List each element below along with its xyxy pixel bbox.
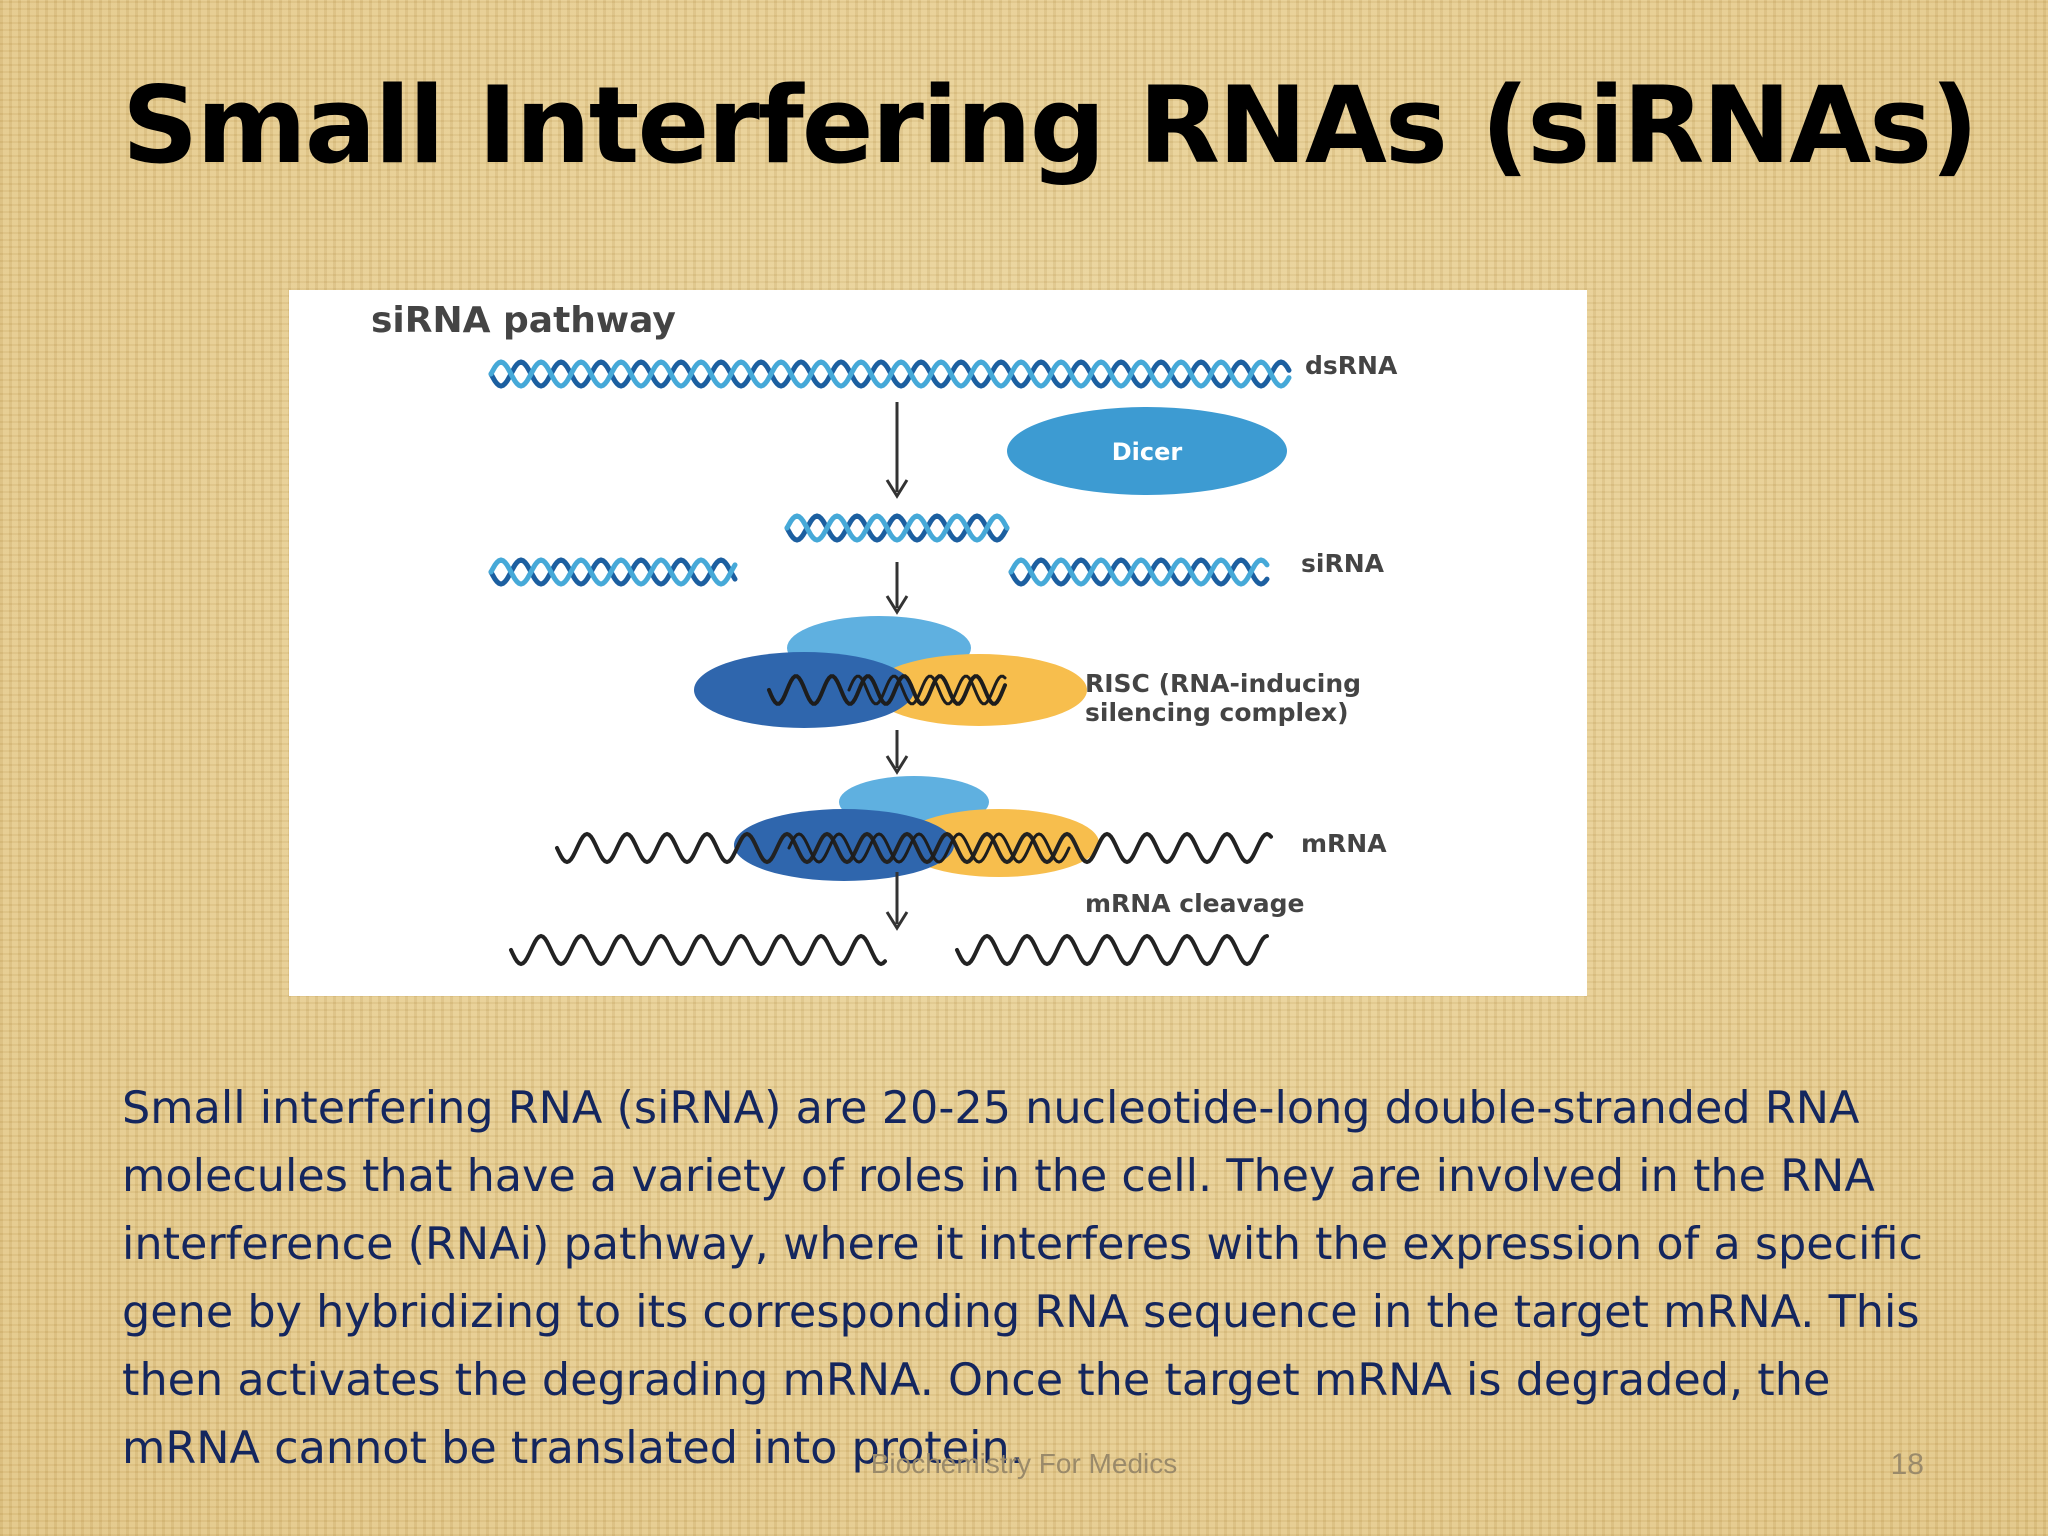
pathway-diagram: siRNA pathway dsRNA Dicer siRNA RISC	[371, 300, 1398, 967]
slide-title: Small Interfering RNAs (siRNAs)	[122, 64, 1979, 187]
cleaved-mrna-right	[955, 933, 1269, 967]
arrow-sirna-to-risc	[885, 562, 909, 615]
arrow-mrna-to-cleavage	[885, 872, 909, 931]
dsrna-strand	[488, 359, 1292, 389]
sirna-label: siRNA	[1301, 549, 1385, 578]
mrna-strand	[555, 831, 1273, 865]
sirna-fragment-left	[488, 557, 738, 587]
dicer-label: Dicer	[1112, 438, 1183, 466]
arrow-head	[885, 479, 909, 499]
cleaved-mrna-left	[509, 933, 887, 967]
cleavage-label: mRNA cleavage	[1085, 889, 1305, 918]
dicer-enzyme	[1007, 407, 1287, 495]
arrow-head	[885, 595, 909, 615]
arrow-head	[885, 755, 909, 775]
risc-label-line2: silencing complex)	[1085, 698, 1349, 727]
mrna-fragment	[955, 933, 1269, 967]
rna-strand-b	[1008, 557, 1270, 587]
sirna-fragment-center	[784, 513, 1010, 543]
dsrna-label: dsRNA	[1305, 351, 1398, 380]
sirna-fragment-right	[1008, 557, 1270, 587]
risc-dark-subunit	[734, 809, 954, 881]
arrow-risc-to-mrna	[885, 730, 909, 775]
rna-strand-a	[767, 674, 1007, 706]
page-number: 18	[1890, 1448, 1924, 1481]
rna-strand-a	[1008, 557, 1270, 587]
rna-strand-b	[847, 674, 1007, 706]
risc-orange-subunit	[871, 654, 1087, 726]
risc-bound-sirna	[767, 674, 1007, 706]
risc-label-line1: RISC (RNA-inducing	[1085, 669, 1361, 698]
mrna-label: mRNA	[1301, 829, 1387, 858]
risc-mrna-complex	[555, 776, 1273, 881]
arrow-head	[885, 911, 909, 931]
mrna-fragment	[509, 933, 887, 967]
rna-strand-a	[784, 513, 1010, 543]
rna-strand-b	[784, 513, 1010, 543]
risc-complex	[694, 616, 1087, 728]
footer-text: Biochemistry For Medics	[870, 1448, 1178, 1479]
arrow-dsrna-to-sirna	[885, 402, 909, 499]
rna-strand-b	[488, 557, 738, 587]
mrna-line	[555, 831, 1273, 865]
figure-heading: siRNA pathway	[371, 300, 676, 341]
rna-strand-b	[488, 359, 1292, 389]
body-paragraph: Small interfering RNA (siRNA) are 20-25 …	[122, 1083, 1923, 1474]
bound-sirna-line	[787, 832, 1071, 864]
sirna-pathway-figure: siRNA pathway dsRNA Dicer siRNA RISC	[289, 290, 1587, 996]
